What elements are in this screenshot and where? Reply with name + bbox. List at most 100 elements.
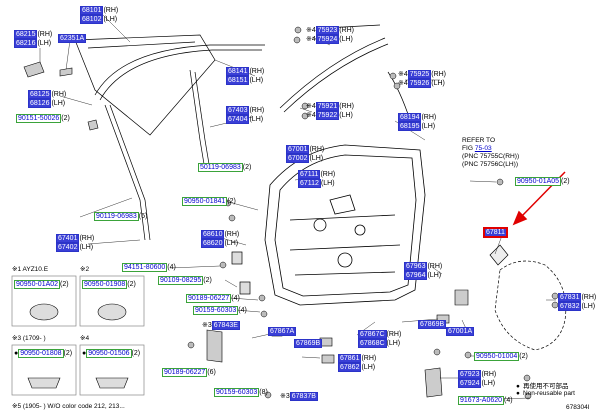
part-number[interactable]: 67837B [289, 392, 318, 401]
part-number[interactable]: 90159-60303 [193, 306, 239, 315]
part-number[interactable]: 68195 [398, 122, 422, 131]
part-number[interactable]: 68102 [80, 15, 104, 24]
part-number[interactable]: 75924 [315, 35, 340, 44]
part-label-67963[interactable]: 67963(RH) 67964(LH) [404, 262, 442, 280]
part-label-67401[interactable]: 67401(RH) 67402(LH) [56, 234, 94, 252]
part-number[interactable]: 67924 [458, 379, 482, 388]
part-label-67867A[interactable]: 67867A [268, 327, 297, 336]
part-label-90950-01908[interactable]: 90950-01908(2) [82, 280, 136, 289]
part-number[interactable]: 67869B [294, 339, 323, 348]
part-number[interactable]: 68215 [14, 30, 38, 39]
part-label-90151[interactable]: 90151-50026(2) [16, 114, 70, 123]
part-label-90950-01841[interactable]: 90950-01841(2) [182, 197, 236, 206]
part-label-91673[interactable]: 91673-A0620(4) [458, 396, 513, 405]
part-number[interactable]: 90189-06227 [186, 294, 232, 303]
part-number[interactable]: 67001 [286, 145, 310, 154]
part-label-90159[interactable]: 90159-60303(4) [193, 306, 247, 315]
part-label-67001A[interactable]: 67001A [446, 327, 475, 336]
part-number[interactable]: 67112 [298, 179, 321, 188]
part-label-67811[interactable]: 67811 [483, 227, 508, 238]
part-label-67867C[interactable]: 67867C(RH) 67868C(LH) [358, 330, 401, 348]
part-number[interactable]: 67964 [404, 271, 428, 280]
part-label-67001[interactable]: 67001(RH) 67002(LH) [286, 145, 324, 163]
part-label-68215[interactable]: 68215(RH) 68216(LH) [14, 30, 52, 48]
part-number[interactable]: 90109-08295 [158, 276, 204, 285]
part-label-90159-8[interactable]: 90159-60303(8) [214, 388, 268, 397]
part-number[interactable]: 67404 [226, 115, 250, 124]
part-number[interactable]: 90950-01A02 [14, 280, 61, 289]
part-number[interactable]: 67401 [56, 234, 80, 243]
part-label-67923[interactable]: 67923(RH) 67924(LH) [458, 370, 496, 388]
part-label-90119[interactable]: 90119-06983(6) [94, 212, 147, 221]
part-number[interactable]: 94151-80600 [122, 263, 168, 272]
part-number[interactable]: 68610 [201, 230, 225, 239]
part-number[interactable]: 67963 [404, 262, 428, 271]
part-label-62351A[interactable]: 62351A [58, 34, 87, 43]
part-label-68101[interactable]: 68101(RH) 68102(LH) [80, 6, 118, 24]
part-label-90950-01A02[interactable]: 90950-01A02(2) [14, 280, 69, 289]
part-number[interactable]: 50119-06983 [198, 163, 243, 172]
part-label-90950-01506[interactable]: ●90950-01506(2) [82, 349, 141, 358]
part-label-90950-01808[interactable]: ●90950-01808(2) [14, 349, 73, 358]
fig-link[interactable]: 75-03 [474, 145, 492, 152]
part-number[interactable]: 62351A [58, 34, 87, 43]
part-number[interactable]: 67862 [338, 363, 362, 372]
part-label-94151[interactable]: 94151-80600(4) [122, 263, 176, 272]
part-number[interactable]: 75925 [407, 70, 432, 79]
part-label-68194[interactable]: 68194(RH) 68195(LH) [398, 113, 436, 131]
part-number[interactable]: 67867C [358, 330, 387, 339]
part-label-67111[interactable]: 67111(RH) 67112(LH) [298, 170, 335, 188]
part-number[interactable]: 67869B [418, 320, 447, 329]
part-number[interactable]: 68126 [28, 99, 52, 108]
part-label-90109[interactable]: 90109-08295(2) [158, 276, 212, 285]
part-number[interactable]: 67403 [226, 106, 250, 115]
part-label-67869B[interactable]: 67869B [294, 339, 323, 348]
part-label-90189[interactable]: 90189-06227(4) [186, 294, 240, 303]
part-number[interactable]: 75926 [407, 79, 432, 88]
part-number[interactable]: 90950-01908 [82, 280, 128, 289]
part-number[interactable]: 67811 [483, 227, 508, 238]
part-number[interactable]: 67402 [56, 243, 80, 252]
part-number[interactable]: 68216 [14, 39, 38, 48]
part-number[interactable]: 67111 [298, 170, 321, 179]
part-number[interactable]: 75923 [315, 26, 340, 35]
part-number[interactable]: 67867A [268, 327, 297, 336]
part-number[interactable]: 90159-60303 [214, 388, 260, 397]
part-number[interactable]: 67831 [558, 293, 582, 302]
part-label-68610[interactable]: 68610(RH) 68620(LH) [201, 230, 239, 248]
part-number[interactable]: 68194 [398, 113, 422, 122]
part-number[interactable]: 67832 [558, 302, 582, 311]
part-number[interactable]: 67861 [338, 354, 362, 363]
part-label-67831[interactable]: 67831(RH) 67832(LH) [558, 293, 596, 311]
part-label-90950-01004[interactable]: 90950-01004(2) [474, 352, 528, 361]
part-number[interactable]: 68620 [201, 239, 225, 248]
part-label-68141[interactable]: 68141(RH) 68151(LH) [226, 67, 264, 85]
part-number[interactable]: 90950-01506 [86, 349, 132, 358]
part-number[interactable]: 68125 [28, 90, 52, 99]
part-number[interactable]: 68101 [80, 6, 104, 15]
part-number[interactable]: 67923 [458, 370, 482, 379]
part-number[interactable]: 68151 [226, 76, 250, 85]
part-label-90950-01A05[interactable]: 90950-01A05(2) [515, 177, 570, 186]
part-label-67403[interactable]: 67403(RH) 67404(LH) [226, 106, 264, 124]
part-label-50119[interactable]: 50119-06983(2) [198, 163, 251, 172]
part-number[interactable]: 75922 [315, 111, 340, 120]
part-number[interactable]: 90950-01808 [18, 349, 64, 358]
part-number[interactable]: 91673-A0620 [458, 396, 505, 405]
part-number[interactable]: 90119-06983 [94, 212, 139, 221]
part-number[interactable]: 68141 [226, 67, 250, 76]
part-number[interactable]: 67002 [286, 154, 310, 163]
part-number[interactable]: 75921 [315, 102, 340, 111]
part-number[interactable]: 67843E [211, 321, 240, 330]
part-label-90189-6[interactable]: 90189-06227(6) [162, 368, 216, 377]
part-number[interactable]: 90950-01A05 [515, 177, 562, 186]
part-number[interactable]: 67868C [358, 339, 387, 348]
part-label-67869B-2[interactable]: 67869B [418, 320, 447, 329]
part-label-68125[interactable]: 68125(RH) 68126(LH) [28, 90, 66, 108]
part-number[interactable]: 90189-06227 [162, 368, 208, 377]
part-number[interactable]: 90950-01004 [474, 352, 520, 361]
